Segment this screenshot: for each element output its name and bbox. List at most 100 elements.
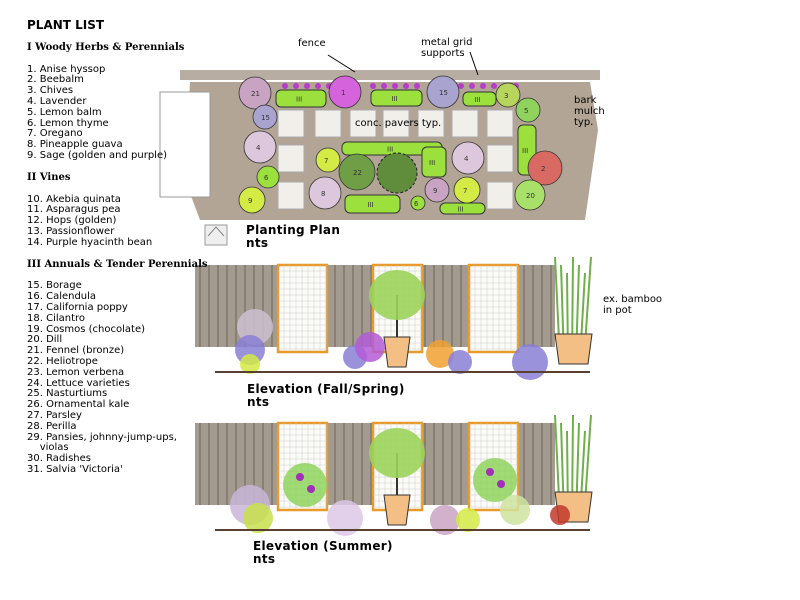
- grid-leader: [469, 51, 479, 76]
- plant-marker: 9: [433, 187, 437, 195]
- pavers-label: conc. pavers typ.: [355, 118, 442, 129]
- vine-flower: [381, 83, 387, 89]
- vine-flower: [307, 485, 315, 493]
- vine-flower: [414, 83, 420, 89]
- house-wall: [159, 91, 211, 198]
- plan-title: Planting Plan: [246, 223, 341, 237]
- plant-marker: 1: [341, 89, 345, 97]
- plant-symbol: [238, 76, 272, 110]
- shrub: [500, 495, 530, 525]
- paver: [486, 109, 514, 138]
- paver: [486, 144, 514, 173]
- plant-list-item: 14. Purple hyacinth bean: [27, 236, 153, 248]
- plant-list-title: PLANT LIST: [27, 18, 105, 32]
- bamboo-pot: [554, 333, 593, 365]
- shrub: [355, 332, 385, 362]
- plant-symbol: [515, 97, 541, 123]
- paver: [277, 181, 305, 210]
- tree-pot: [383, 336, 411, 368]
- plant-list-item: 21. Fennel (bronze): [27, 345, 125, 357]
- elevation-summer: [195, 414, 593, 536]
- plant-symbol: [308, 176, 342, 210]
- paver: [314, 109, 342, 138]
- vine-flower: [458, 83, 464, 89]
- plant-list-item: 25. Nasturtiums: [27, 388, 108, 400]
- fall-elevation-title: Elevation (Fall/Spring): [247, 382, 405, 396]
- bark-mulch-label: bark mulch typ.: [574, 95, 605, 128]
- shrub: [430, 505, 460, 535]
- tree-canopy: [369, 270, 425, 320]
- plant-list-item: 8. Pineapple guava: [27, 139, 123, 151]
- plan-scale: nts: [246, 236, 269, 250]
- plant-list-item: 2. Beebalm: [27, 74, 84, 86]
- plant-list-item: 18. Cilantro: [27, 312, 86, 324]
- plant-symbol: [338, 153, 376, 191]
- vine-flower: [370, 83, 376, 89]
- vine-flower: [486, 468, 494, 476]
- plant-symbol: [243, 130, 277, 164]
- plant-list-item: 27. Parsley: [27, 409, 82, 421]
- paver: [277, 144, 305, 173]
- plant-marker: 15: [439, 89, 448, 97]
- paver: [417, 109, 445, 138]
- vine-flower: [497, 480, 505, 488]
- vine-flower: [403, 83, 409, 89]
- plant-list-item: 1. Anise hyssop: [27, 63, 106, 75]
- lettuce-symbol: [376, 152, 418, 194]
- fence-label: fence: [298, 38, 326, 49]
- plant-symbol: [315, 147, 341, 173]
- plant-marker: 4: [464, 155, 469, 163]
- plant-marker: 8: [321, 190, 325, 198]
- vine-flower: [480, 83, 486, 89]
- plant-list-item: 4. Lavender: [27, 95, 87, 107]
- plant-list-item: 30. Radishes: [27, 453, 91, 465]
- bed-iii: [421, 146, 447, 178]
- plant-marker: 7: [463, 187, 467, 195]
- shrub: [473, 458, 517, 502]
- group-heading: I Woody Herbs & Perennials: [27, 41, 185, 53]
- bed-iii: [344, 194, 401, 214]
- shrub: [550, 505, 570, 525]
- summer-elevation-scale: nts: [253, 552, 276, 566]
- plant-list: PLANT LIST I Woody Herbs & Perennials 1.…: [27, 18, 208, 487]
- vine-flower: [296, 473, 304, 481]
- paver: [451, 109, 479, 138]
- plant-symbol: [495, 82, 521, 108]
- plant-symbol: [527, 150, 563, 186]
- plant-list-item: 16. Calendula: [27, 291, 97, 303]
- bed-marker: III: [387, 146, 393, 154]
- plant-list-item: 12. Hops (golden): [27, 215, 117, 227]
- north-arrow-icon: [204, 224, 228, 246]
- vine-flower: [304, 83, 310, 89]
- paver: [277, 109, 305, 138]
- plant-list-item: 5. Lemon balm: [27, 106, 102, 118]
- shrub: [512, 344, 548, 380]
- plant-list-item: 29. Pansies, johnny-jump-ups, violas: [27, 431, 177, 454]
- bed-iii: [462, 91, 497, 107]
- plant-list-item: 13. Passionflower: [27, 225, 115, 237]
- shrub: [283, 463, 327, 507]
- summer-elevation-title: Elevation (Summer): [253, 539, 393, 553]
- plant-list-item: 23. Lemon verbena: [27, 366, 125, 378]
- paver: [349, 109, 377, 138]
- plant-list-item: 15. Borage: [27, 280, 82, 292]
- plant-marker: 9: [248, 197, 252, 205]
- plant-symbol: [238, 186, 266, 214]
- plant-symbol: [453, 176, 481, 204]
- metal-grid-trellis: [276, 263, 329, 354]
- bed-marker: III: [522, 147, 528, 155]
- plant-marker: 6: [264, 174, 269, 182]
- shrub: [456, 508, 480, 532]
- vine-flower: [469, 83, 475, 89]
- plant-list-item: 26. Ornamental kale: [27, 399, 130, 411]
- elevation-fall: [195, 256, 593, 380]
- vine-flower: [293, 83, 299, 89]
- plant-marker: 21: [251, 90, 260, 98]
- fence: [180, 70, 600, 80]
- bed-iii: [370, 89, 423, 107]
- plant-symbol: [256, 165, 280, 189]
